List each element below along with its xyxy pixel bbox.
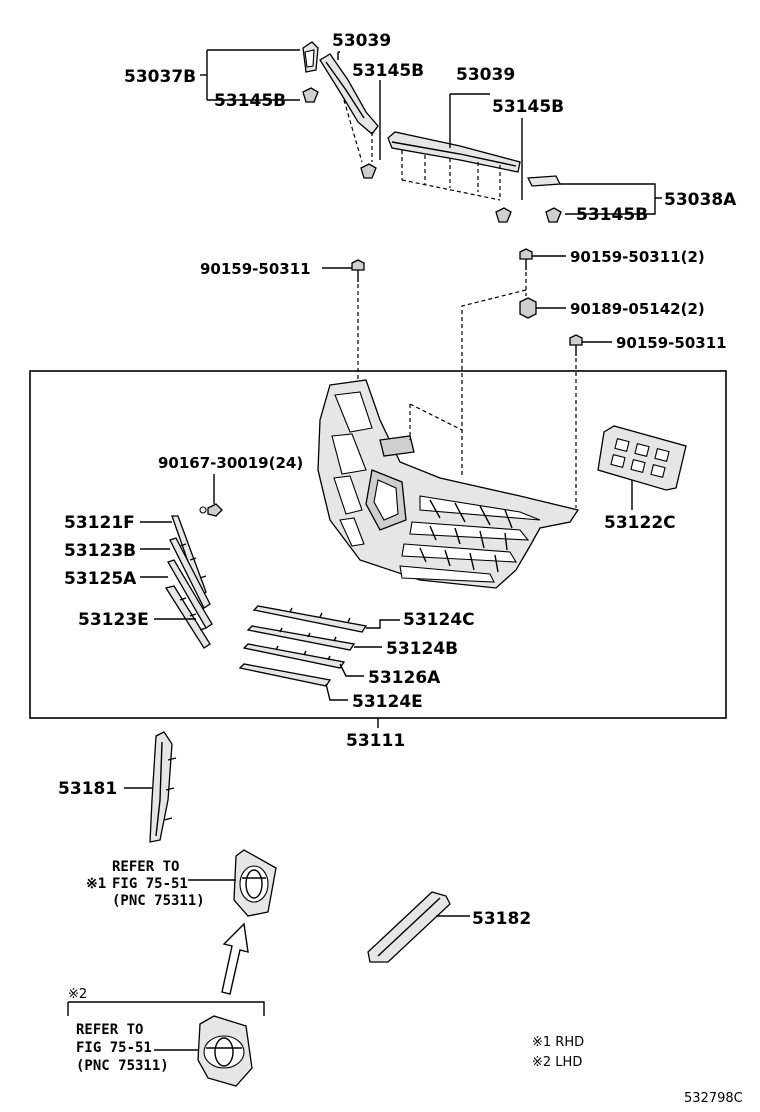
part-53145B-clip-c	[495, 207, 512, 223]
label-53126A: 53126A	[368, 668, 441, 688]
refer1-line3: (PNC 75311)	[112, 893, 205, 909]
part-53037B-clip	[302, 41, 319, 73]
part-53038A-trim	[526, 175, 562, 187]
label-90167-30019: 90167-30019(24)	[158, 454, 303, 472]
part-53123E-strip	[164, 585, 211, 649]
part-53124C-strip	[252, 605, 368, 633]
part-emblem-lhd	[197, 1015, 253, 1087]
label-90189-05142: 90189-05142(2)	[570, 300, 705, 318]
figure-id: 532798C	[684, 1091, 743, 1106]
part-53125A-strip	[167, 559, 213, 629]
label-53145B-a: 53145B	[352, 61, 424, 81]
label-53124E: 53124E	[352, 692, 423, 712]
label-53181: 53181	[58, 779, 117, 799]
leader-53039-b	[449, 93, 490, 148]
label-90159-50311-b: 90159-50311(2)	[570, 248, 705, 266]
bracket-lhd	[67, 1001, 265, 1016]
label-53145B-c: 53145B	[492, 97, 564, 117]
part-53145B-clip-d	[545, 207, 562, 223]
part-53039-upper-molding	[387, 131, 521, 173]
label-90159-50311-a: 90159-50311	[200, 260, 311, 278]
refer1-line1: REFER TO	[112, 859, 179, 875]
label-53037B: 53037B	[124, 67, 196, 87]
refer1-line2: FIG 75-51	[112, 876, 188, 892]
label-53123E: 53123E	[78, 610, 149, 630]
bolt-90159-50311-right	[569, 334, 583, 356]
part-emblem-rhd	[233, 849, 277, 917]
label-53182: 53182	[472, 909, 531, 929]
part-53124B-strip	[246, 625, 356, 651]
part-53123B-strip	[169, 537, 211, 609]
bolt-90159-50311-left	[351, 259, 365, 282]
leader-53039-a	[337, 51, 340, 60]
leader-53038A	[560, 183, 662, 215]
label-53111: 53111	[346, 731, 405, 751]
legend-rhd: ※1 RHD	[532, 1035, 584, 1050]
part-53039-side-molding	[319, 53, 379, 135]
leader-53124E	[325, 683, 348, 701]
label-53039-b: 53039	[456, 65, 515, 85]
part-53124E-strip	[238, 663, 332, 687]
label-53145B-b: 53145B	[214, 91, 286, 111]
part-53126A-strip	[242, 643, 346, 669]
part-53145B-clip-a	[302, 87, 319, 103]
part-53122C-bracket	[597, 425, 687, 491]
refer1-mark: ※1	[86, 876, 106, 892]
label-53122C: 53122C	[604, 513, 676, 533]
label-53124C: 53124C	[403, 610, 475, 630]
refer2-mark: ※2	[68, 987, 87, 1002]
part-radiator-grille-body	[317, 379, 580, 589]
part-53181-side-molding	[149, 731, 177, 843]
leader-53124C	[366, 619, 400, 629]
label-53145B-d: 53145B	[576, 205, 648, 225]
label-53039-a: 53039	[332, 31, 391, 51]
label-53121F: 53121F	[64, 513, 135, 533]
label-53125A: 53125A	[64, 569, 137, 589]
leader-53126A	[339, 663, 364, 677]
label-90159-50311-c: 90159-50311	[616, 334, 727, 352]
refer2-line2: FIG 75-51	[76, 1040, 152, 1056]
label-53124B: 53124B	[386, 639, 458, 659]
arrow-up-icon	[221, 922, 249, 995]
legend-lhd: ※2 LHD	[532, 1055, 582, 1070]
label-53123B: 53123B	[64, 541, 136, 561]
clip-90167-30019	[199, 503, 223, 517]
refer2-line3: (PNC 75311)	[76, 1058, 169, 1074]
bolt-90159-50311-2	[519, 248, 533, 270]
part-53182-strip	[367, 891, 451, 963]
part-53145B-clip-b	[360, 163, 377, 179]
nut-90189-05142	[519, 297, 537, 319]
label-53038A: 53038A	[664, 190, 737, 210]
refer2-line1: REFER TO	[76, 1022, 143, 1038]
